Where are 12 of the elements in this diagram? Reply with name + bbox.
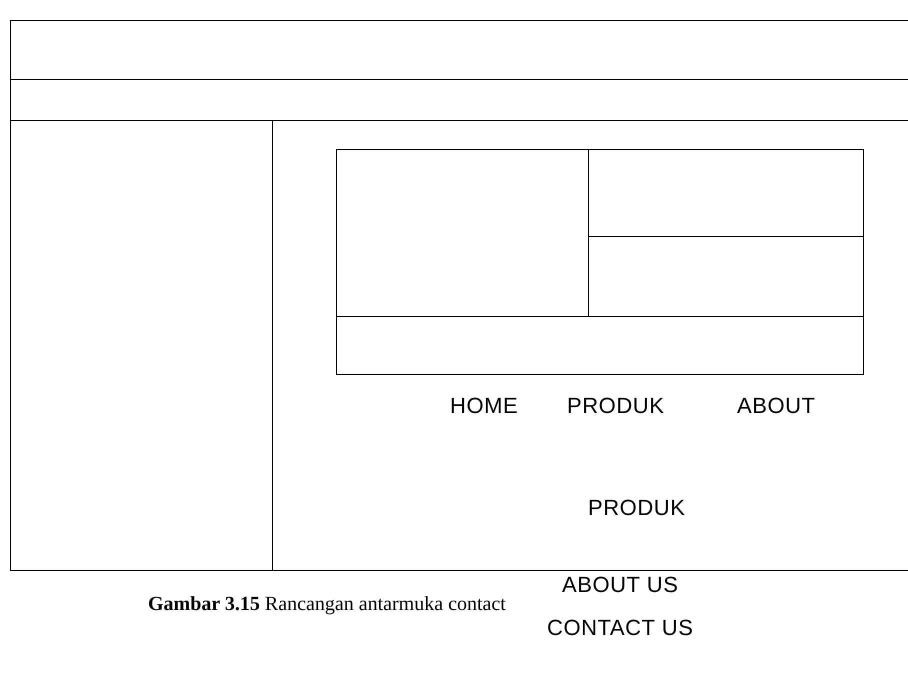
menu-text: ABOUT US xyxy=(562,574,678,596)
menu-text: PRODUK xyxy=(588,497,686,519)
wireframe-box xyxy=(10,20,908,80)
menu-text: CONTACT US xyxy=(547,617,694,639)
caption: Gambar 3.15 Rancangan antarmuka contact xyxy=(148,594,506,614)
menu-text: HOME xyxy=(450,395,518,417)
wireframe-box xyxy=(336,149,589,317)
menu-text: ABOUT xyxy=(737,395,816,417)
wireframe-box xyxy=(10,120,273,571)
menu-text: PRODUK xyxy=(567,395,664,417)
wireframe-box xyxy=(336,316,864,375)
wireframe-box xyxy=(588,149,864,237)
